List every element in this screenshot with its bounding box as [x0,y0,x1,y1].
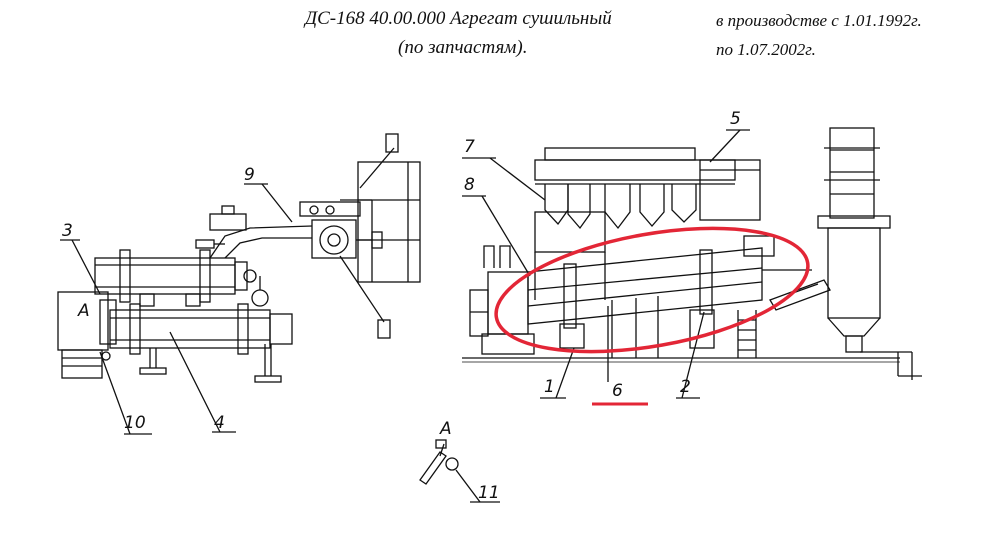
view-a-detail-title: А [439,419,452,439]
callout-4: 4 [214,413,225,433]
callout-2: 2 [680,377,691,397]
callout-6: 6 [612,381,623,401]
callout-11: 11 [478,483,500,503]
production-start-date: в производстве с 1.01.1992г. [716,11,922,30]
highlight-ellipse [494,226,810,354]
callout-3: 3 [62,221,73,241]
view-a-marker: А [77,301,90,321]
drawing-subtitle: (по запчастям). [398,37,528,58]
callout-10: 10 [124,413,146,433]
left-assembly [57,133,421,383]
production-end-date: по 1.07.2002г. [716,40,816,59]
callout-8: 8 [464,175,475,195]
leader-lines [60,129,750,503]
callout-1: 1 [544,377,555,397]
view-a-detail [419,439,459,485]
callout-5: 5 [730,109,741,129]
callout-9: 9 [244,165,255,185]
drawing-title: ДС-168 40.00.000 Агрегат сушильный [305,8,612,29]
callout-7: 7 [464,137,475,157]
main-installation [462,127,922,380]
